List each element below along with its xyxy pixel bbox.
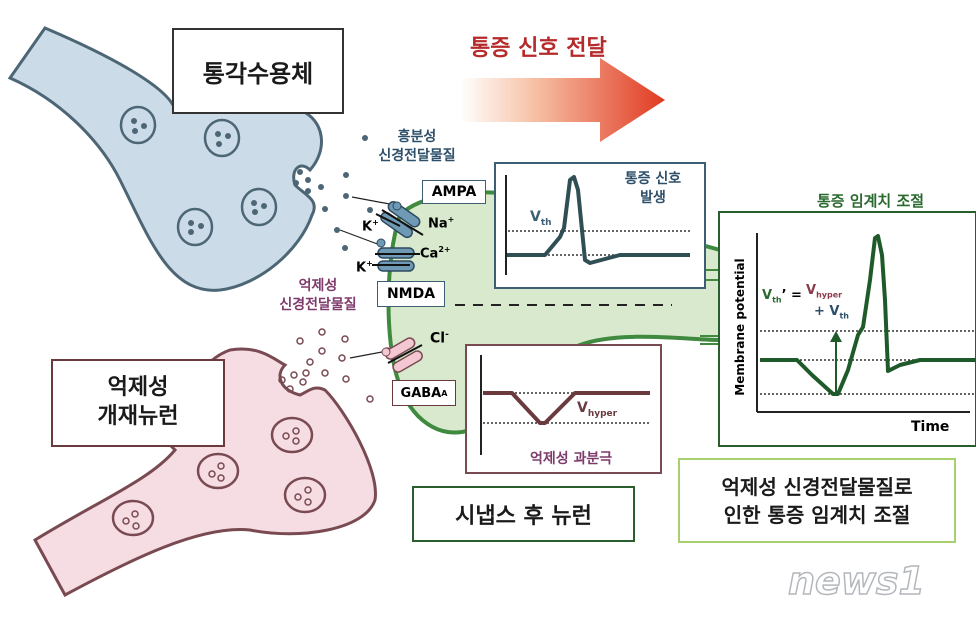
inhibitory-nt-label: 억제성 신경전달물질: [258, 277, 378, 315]
signal-direction-arrow: [460, 58, 665, 142]
postsynaptic-neuron-label: 시냅스 후 뉴런: [412, 486, 635, 542]
gaba-a-text: GABA: [400, 385, 442, 401]
ion-na: Na+: [428, 215, 455, 232]
threshold-equation-rhs1: Vhyper: [806, 283, 843, 300]
svg-text:news1: news1: [788, 559, 925, 603]
threshold-ylabel: Membrane potential: [733, 258, 747, 396]
nmda-text: NMDA: [386, 286, 436, 302]
inhib-interneuron-line2: 개재뉴런: [97, 404, 179, 429]
gaba-a-channel: [381, 337, 423, 373]
vhyper-label: Vhyper: [577, 400, 618, 419]
excitatory-nt-line2: 신경전달물질: [378, 147, 456, 164]
threshold-title: 통증 임계치 조절: [817, 192, 925, 210]
inhibitory-nt-line1: 억제성: [298, 278, 338, 294]
inhibitory-interneuron-label: 억제성 개재뉴런: [51, 359, 225, 447]
inhib-interneuron-line1: 억제성: [107, 375, 169, 401]
ampa-text: AMPA: [431, 184, 477, 200]
summary-line1: 억제성 신경전달물질로: [721, 474, 913, 499]
excitatory-nt-label: 흥분성 신경전달물질: [362, 128, 472, 166]
hyperpolarization-chart: [465, 344, 662, 474]
ion-k-2: K+: [356, 259, 373, 276]
hyperpolarization-title: 억제성 과분극: [530, 451, 613, 467]
ion-k-1: K+: [362, 218, 379, 235]
threshold-equation: Vth’ =: [762, 288, 802, 305]
excitatory-nt-line1: 흥분성: [397, 129, 437, 145]
pain-signal-chart: [494, 162, 706, 289]
diagram-title: 통증 신호 전달: [470, 36, 607, 61]
threshold-xlabel: Time: [911, 419, 950, 435]
threshold-chart: [718, 211, 976, 447]
vth-label: Vth: [530, 209, 552, 228]
nociceptor-label: 통각수용체: [172, 28, 344, 114]
nmda-label: NMDA: [377, 281, 445, 307]
nmda-channel: [372, 238, 420, 272]
summary-line2: 인한 통증 임계치 조절: [723, 502, 911, 527]
postsynaptic-text: 시냅스 후 뉴런: [455, 504, 592, 529]
news1-watermark: news1: [787, 558, 926, 604]
nociceptor-text: 통각수용체: [202, 59, 314, 88]
summary-label: 억제성 신경전달물질로 인한 통증 임계치 조절: [678, 458, 956, 543]
ion-ca: Ca2+: [420, 245, 451, 262]
ion-cl: Cl-: [430, 330, 449, 347]
pain-signal-title: 통증 신호 발생: [624, 171, 682, 206]
threshold-equation-rhs2: + Vth: [814, 304, 850, 321]
ampa-label: AMPA: [422, 180, 486, 204]
ampa-channel: [375, 201, 424, 239]
inhibitory-nt-line2: 신경전달물질: [279, 296, 357, 313]
gaba-a-subscript: A: [441, 388, 448, 398]
